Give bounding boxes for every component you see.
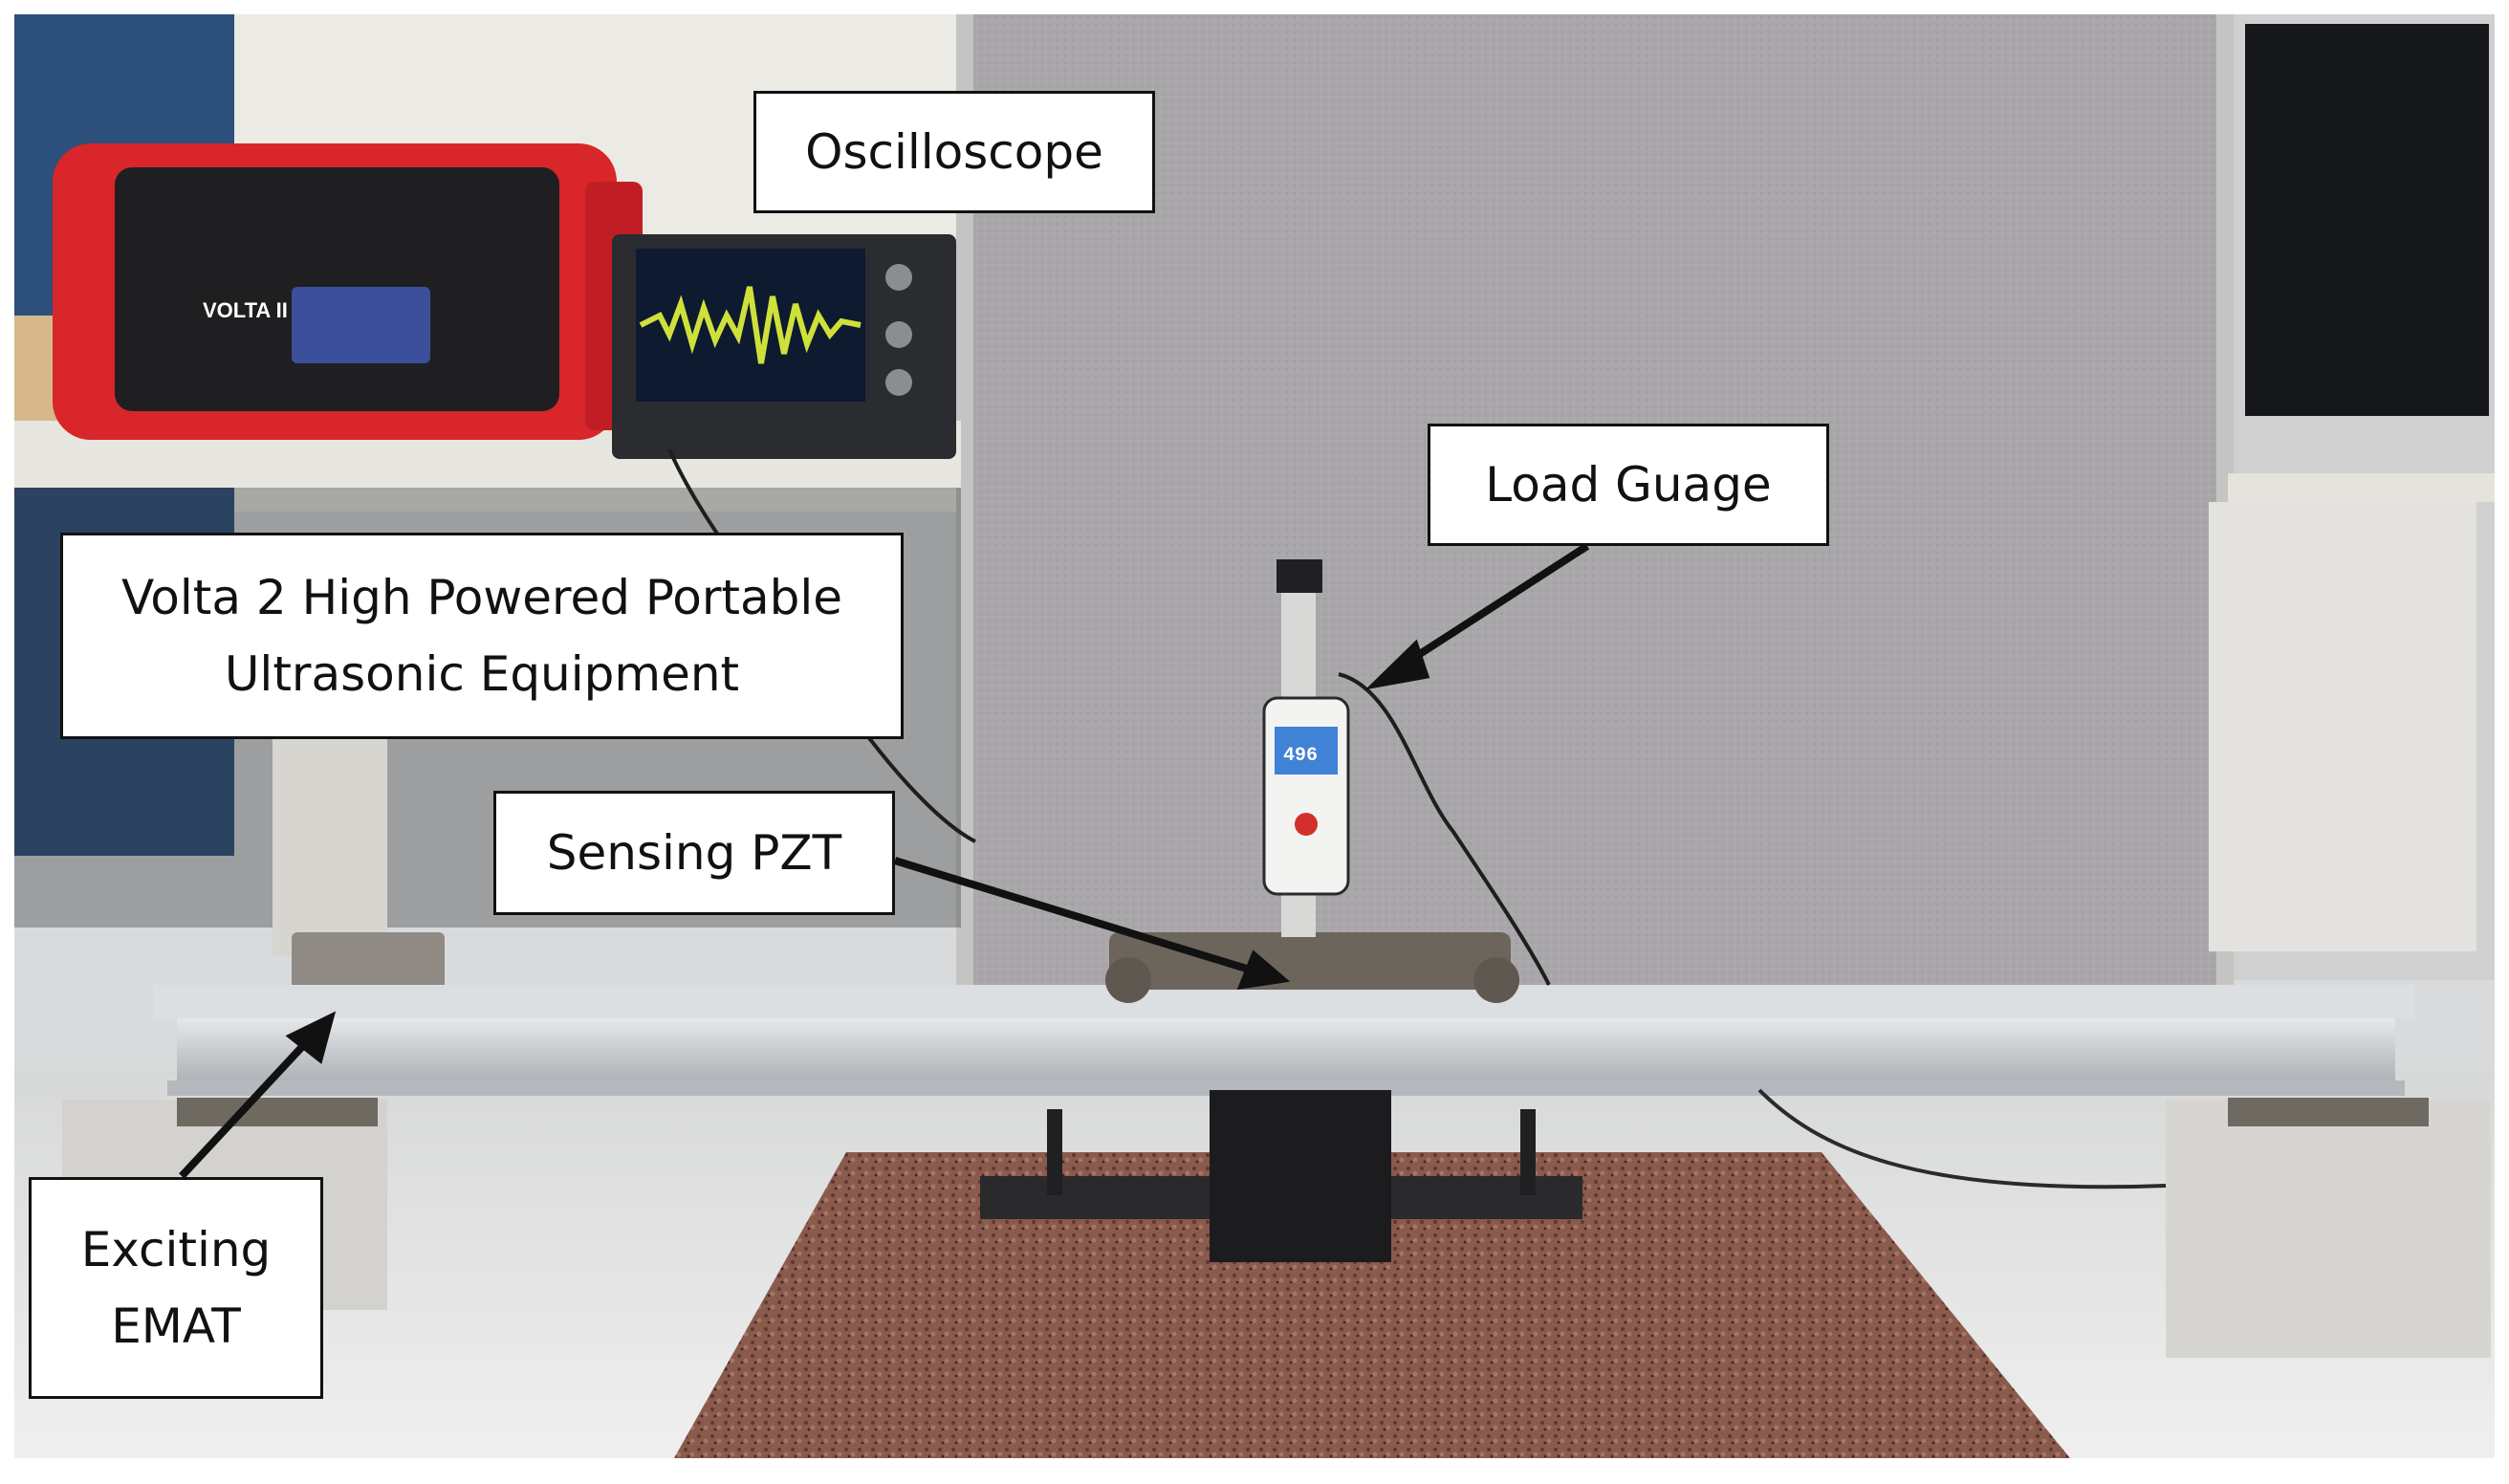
label-volta: Volta 2 High Powered Portable Ultrasonic… bbox=[60, 533, 904, 739]
volta-screen bbox=[292, 287, 430, 363]
granite-mat bbox=[674, 1152, 2070, 1458]
right-desk bbox=[2228, 473, 2495, 502]
load-frame-top bbox=[1109, 932, 1511, 990]
load-gauge-button bbox=[1295, 813, 1318, 836]
label-exciting-emat: Exciting EMAT bbox=[29, 1177, 323, 1399]
load-roller bbox=[1105, 957, 1151, 1003]
scope-knob bbox=[885, 264, 912, 291]
label-sensing-pzt: Sensing PZT bbox=[493, 791, 895, 915]
load-post-cap bbox=[1276, 559, 1322, 593]
base-bolt bbox=[1520, 1109, 1536, 1195]
exciting-emat bbox=[292, 932, 445, 994]
scope-knob bbox=[885, 369, 912, 396]
label-oscilloscope: Oscilloscope bbox=[753, 91, 1155, 213]
label-load-gauge: Load Guage bbox=[1428, 424, 1829, 546]
scope-knob bbox=[885, 321, 912, 348]
emat-stand bbox=[273, 736, 387, 956]
arrow-exciting-emat bbox=[179, 1035, 314, 1179]
base-bolt bbox=[1047, 1109, 1062, 1195]
volta-brand-text: VOLTA II bbox=[203, 298, 288, 322]
i-beam-flange-top bbox=[153, 985, 2414, 1018]
load-gauge-reading: 496 bbox=[1283, 745, 1318, 767]
oscilloscope-waveform bbox=[639, 286, 862, 364]
arrow-sensing-pzt bbox=[893, 857, 1254, 974]
i-beam-flange-bottom bbox=[167, 1080, 2405, 1096]
arrow-load-gauge-head bbox=[1364, 639, 1430, 690]
roller-right bbox=[2228, 1098, 2429, 1126]
load-roller bbox=[1473, 957, 1519, 1003]
load-gauge-screen bbox=[1275, 727, 1338, 775]
partition-frame bbox=[956, 14, 973, 1181]
roller-left bbox=[177, 1098, 378, 1126]
arrow-load-gauge bbox=[1393, 542, 1590, 673]
monitor bbox=[2245, 24, 2489, 416]
i-beam-web bbox=[177, 1018, 2395, 1080]
annotation-arrows bbox=[179, 542, 1590, 1179]
gauge-cable bbox=[1338, 672, 1551, 986]
arrow-exciting-emat-head bbox=[285, 1011, 337, 1064]
floor-cable bbox=[1757, 1088, 2167, 1189]
concrete-support-right bbox=[2166, 1100, 2491, 1358]
base-pedestal bbox=[1210, 1090, 1391, 1262]
arrow-sensing-pzt-head bbox=[1236, 949, 1291, 990]
right-cabinet bbox=[2209, 502, 2476, 951]
